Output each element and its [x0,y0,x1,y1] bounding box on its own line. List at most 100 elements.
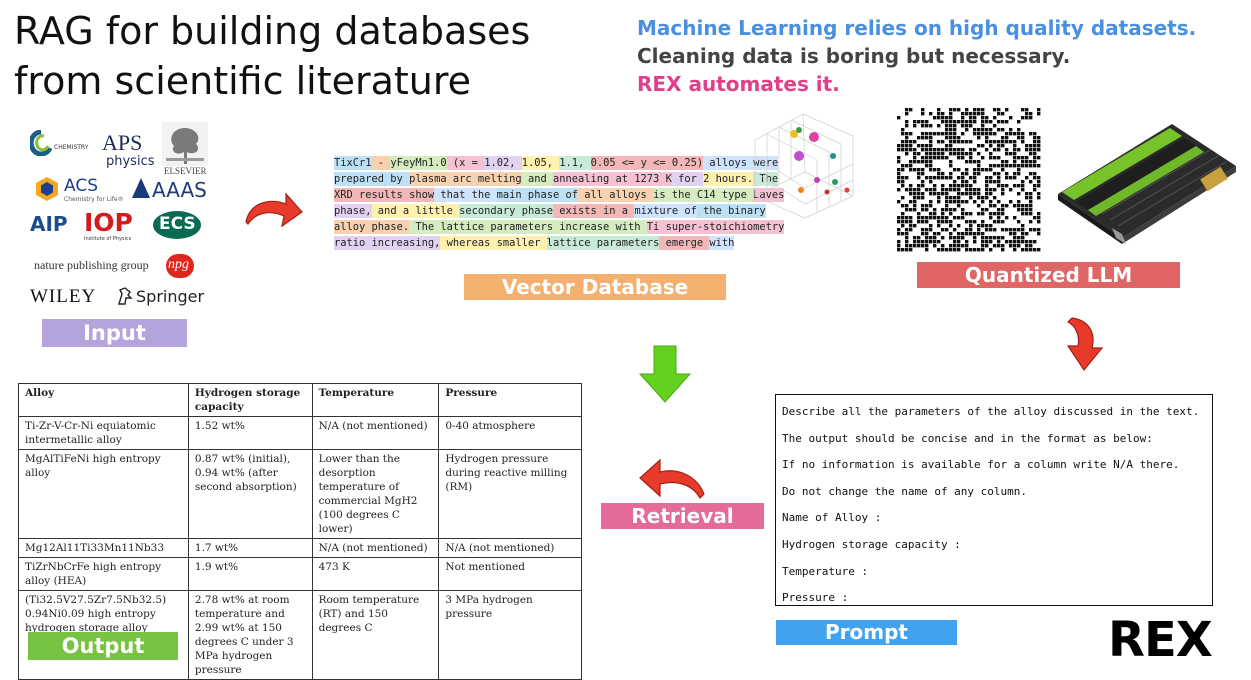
prompt-line: Do not change the name of any column. [782,484,1028,498]
table-cell: 0-40 atmosphere [438,416,582,450]
vector-text-token: main phase of [496,188,578,202]
vector-text-token: secondary phase [459,204,553,218]
nature-label: nature publishing group [34,258,149,272]
vector-text-token: Laves [753,188,785,202]
vector-text-token: TixCr1 [334,156,372,170]
table-cell: Hydrogen pressure during reactive millin… [438,449,582,539]
table-cell: 3 MPa hydrogen pressure [438,590,582,680]
vector-text-line: alloy phase. The lattice parameters incr… [334,219,794,235]
table-cell: 1.52 wt% [187,416,313,450]
vector-text-token: 1.05, [521,156,560,170]
prompt-label: Prompt [776,620,957,645]
prompt-line: Name of Alloy : [782,511,882,525]
vector-text-token: annealing at 1273 K [552,172,672,186]
red-curved-arrow-icon [245,192,303,228]
vector-text-token: the binary [696,204,766,218]
vector-text-token: prepared by [334,172,410,186]
vector-text-line: TixCr1 - yFeyMn1.0 (x = 1.02, 1.05, 1.1,… [334,155,794,171]
output-table-header-cell: Pressure [438,383,582,417]
table-cell: N/A (not mentioned) [311,416,440,450]
npg-badge [166,254,194,278]
vector-text-line: prepared by plasma arc melting and annea… [334,171,794,187]
vector-text-token: with [709,236,735,250]
title-line-1: RAG for building databases [14,9,531,53]
table-cell: 1.7 wt% [187,538,313,558]
vector-text-token: XRD results show [334,188,435,202]
acs-hexagon-icon [34,176,60,207]
table-cell: Room temperature (RT) and 150 degrees C [311,590,440,680]
vector-text-token: and a little [371,204,460,218]
table-cell: MgAlTiFeNi high entropy alloy [18,449,189,539]
vector-text-token: ratio increasing, [334,236,441,250]
quantized-weights-icon [897,108,1041,252]
vector-text-token: Ti super-stoichiometry [646,220,785,234]
aaas-mark-icon [132,178,150,198]
gpu-card-icon [1058,124,1236,244]
output-label: Output [28,632,178,660]
springer-label: Springer [136,287,205,306]
aps-sub-label: physics [106,154,155,169]
vector-text-token: 1.1, [559,156,591,170]
table-cell: Lower than the desorption temperature of… [311,449,440,539]
prompt-line: Temperature : [782,564,869,578]
tagline-2: Cleaning data is boring but necessary. [637,44,1071,68]
input-label: Input [42,319,187,347]
embedding-scatter-icon [754,113,854,219]
publisher-logos: CHEMISTRY APS physics ELSEVIER ACS Chemi… [28,122,218,312]
vector-text-token: 1.02, [484,156,522,170]
vector-text-token: 2 hours. [703,172,754,186]
elsevier-label: ELSEVIER [164,166,207,176]
vector-text-token: that the [434,188,497,202]
wiley-label: WILEY [30,286,97,307]
table-cell: N/A (not mentioned) [311,538,440,558]
rex-logo: REX [1108,612,1213,668]
prompt-line: Pressure : [782,591,849,605]
table-cell: Not mentioned [438,557,582,591]
ecs-logo [152,210,202,245]
rsc-label: CHEMISTRY [54,144,89,151]
output-table-header-cell: Hydrogen storage capacity [187,383,313,417]
vector-text-token: - [371,156,391,170]
tagline-3: REX automates it. [637,72,840,96]
quantized-llm-label: Quantized LLM [917,262,1180,288]
prompt-box: Describe all the parameters of the alloy… [775,394,1213,606]
vector-text-token: phase, [334,204,372,218]
red-down-arrow-icon [1066,317,1104,372]
aps-logo: APS [102,130,143,155]
table-cell: TiZrNbCrFe high entropy alloy (HEA) [18,557,189,591]
aaas-label: AAAS [152,178,207,202]
table-cell: Ti-Zr-V-Cr-Ni equiatomic intermetallic a… [18,416,189,450]
vector-text-token: all alloys [577,188,654,202]
vector-text-token: plasma arc melting [409,172,522,186]
vector-text-token: alloy phase. [334,220,410,234]
npg-label: npg [168,257,189,272]
vector-text-line: XRD results show that the main phase of … [334,187,794,203]
acs-sub-label: Chemistry for Life® [64,196,124,203]
title-line-2: from scientific literature [14,59,472,103]
table-cell: 1.9 wt% [187,557,313,591]
prompt-line: Describe all the parameters of the alloy… [782,405,1200,418]
table-cell: 2.78 wt% at room temperature and 2.99 wt… [187,590,313,680]
retrieval-label: Retrieval [601,503,764,529]
rsc-logo [28,129,53,161]
vector-text-chunk: TixCr1 - yFeyMn1.0 (x = 1.02, 1.05, 1.1,… [334,155,794,251]
vector-text-token: The lattice parameters increase with [409,220,647,234]
page-title: RAG for building databases from scientif… [14,6,614,106]
aip-label: AIP [30,212,68,236]
vector-text-token: and [521,172,553,186]
springer-horse-icon [116,286,134,311]
vector-text-token: mixture of [634,204,697,218]
vector-text-token: (x = [446,156,485,170]
table-cell: 0.87 wt% (initial), 0.94 wt% (after seco… [187,449,313,539]
vector-text-line: ratio increasing, whereas smaller lattic… [334,235,794,251]
red-left-arrow-icon [639,458,705,499]
table-cell: N/A (not mentioned) [438,538,582,558]
ecs-label: ECS [159,214,196,234]
output-table-header-cell: Temperature [311,383,440,417]
vector-text-token: whereas smaller [440,236,547,250]
